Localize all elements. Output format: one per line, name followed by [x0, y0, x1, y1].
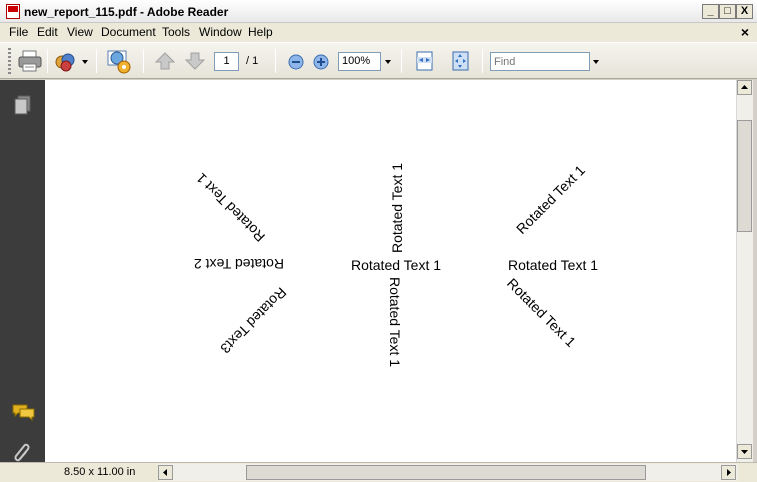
toolbar-separator	[47, 49, 48, 73]
vertical-scrollbar[interactable]	[736, 80, 753, 462]
comments-icon[interactable]	[11, 402, 37, 424]
window-title: new_report_115.pdf - Adobe Reader	[24, 5, 229, 19]
menu-tools[interactable]: Tools	[162, 25, 191, 39]
next-page-icon[interactable]	[184, 51, 206, 71]
toolbar-separator	[96, 49, 97, 73]
maximize-button[interactable]: □	[719, 4, 736, 19]
scroll-right-button[interactable]	[721, 465, 736, 480]
horizontal-scrollbar[interactable]	[158, 464, 738, 481]
scroll-up-icon	[741, 85, 748, 89]
previous-page-icon[interactable]	[154, 51, 176, 71]
toolbar-separator	[143, 49, 144, 73]
scroll-left-button[interactable]	[158, 465, 173, 480]
rotated-text-down-right: Rotated Text 1	[504, 275, 579, 350]
fit-page-icon[interactable]	[450, 50, 472, 72]
toolbar-separator	[482, 49, 483, 73]
scroll-up-button[interactable]	[737, 80, 752, 95]
menu-document[interactable]: Document	[101, 25, 156, 39]
rotated-text-down-left: Rotated Text3	[217, 284, 289, 356]
navigation-panel	[0, 80, 45, 462]
page-size-label: 8.50 x 11.00 in	[64, 466, 136, 478]
scroll-down-button[interactable]	[737, 444, 752, 459]
menu-help[interactable]: Help	[248, 25, 273, 39]
rotated-text-center: Rotated Text 1	[351, 257, 441, 273]
close-button[interactable]: X	[736, 4, 753, 19]
create-pdf-dropdown-icon[interactable]	[82, 60, 88, 64]
attachments-icon[interactable]	[13, 442, 33, 464]
document-close-icon[interactable]: ×	[740, 24, 749, 40]
create-pdf-icon[interactable]	[54, 50, 76, 72]
toolbar: 1 / 1 100%	[0, 42, 757, 79]
toolbar-grip[interactable]	[8, 48, 11, 74]
scroll-left-icon	[163, 469, 167, 476]
zoom-dropdown-icon[interactable]	[385, 60, 391, 64]
zoom-out-icon[interactable]	[288, 54, 304, 70]
scroll-down-icon	[741, 450, 748, 454]
zoom-in-icon[interactable]	[313, 54, 329, 70]
rotated-text-up-left: Rotated Text 1	[193, 170, 268, 245]
menu-view[interactable]: View	[67, 25, 93, 39]
pages-icon[interactable]	[12, 94, 34, 116]
menu-window[interactable]: Window	[199, 25, 242, 39]
scroll-right-icon	[727, 469, 731, 476]
page-number-input[interactable]: 1	[214, 52, 239, 71]
zoom-input[interactable]: 100%	[338, 52, 381, 71]
horizontal-scroll-thumb[interactable]	[246, 465, 646, 480]
minimize-button[interactable]: _	[702, 4, 719, 19]
toolbar-separator	[401, 49, 402, 73]
document-page: Rotated Text 1 Rotated Text 1 Rotated Te…	[45, 80, 736, 462]
page-content: Rotated Text 1 Rotated Text 1 Rotated Te…	[193, 162, 598, 367]
toolbar-separator	[275, 49, 276, 73]
vertical-scroll-thumb[interactable]	[737, 120, 752, 232]
title-bar: new_report_115.pdf - Adobe Reader _ □ X	[0, 0, 757, 23]
rotated-text-right: Rotated Text 1	[508, 257, 598, 273]
menu-file[interactable]: File	[9, 25, 29, 39]
find-input[interactable]	[490, 52, 590, 71]
page-total: / 1	[246, 55, 259, 67]
print-icon[interactable]	[18, 50, 42, 72]
menu-bar: File Edit View Document Tools Window Hel…	[0, 23, 757, 42]
status-bar: 8.50 x 11.00 in	[0, 462, 757, 482]
rotated-text-left: Rotated Text 2	[194, 256, 284, 272]
find-dropdown-icon[interactable]	[593, 60, 599, 64]
pdf-icon	[6, 4, 20, 19]
menu-edit[interactable]: Edit	[37, 25, 58, 39]
fit-width-icon[interactable]	[414, 50, 436, 72]
rotated-text-up: Rotated Text 1	[389, 163, 405, 253]
rotated-text-down: Rotated Text 1	[387, 277, 403, 367]
web-settings-icon[interactable]	[106, 48, 132, 74]
rotated-text-up-right: Rotated Text 1	[513, 162, 588, 237]
